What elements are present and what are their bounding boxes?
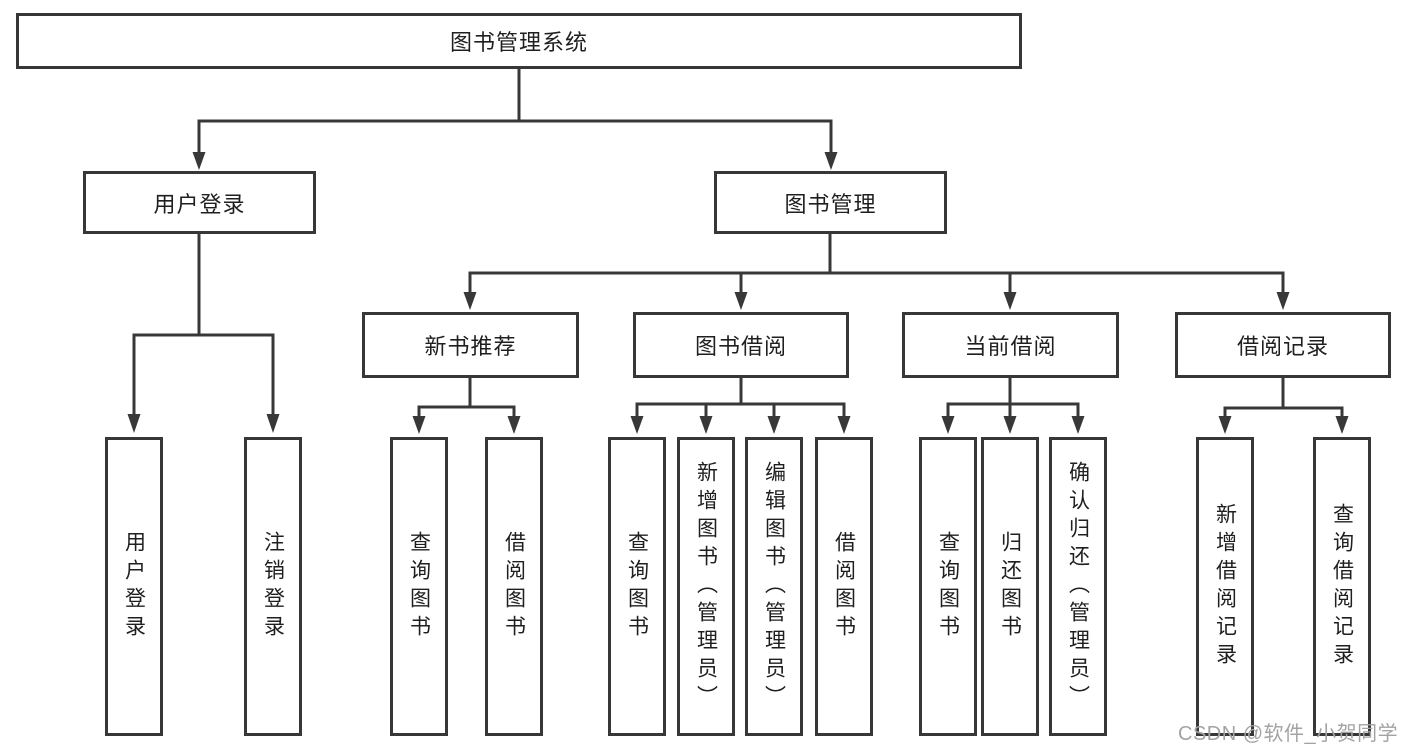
arrow-down-icon: [1003, 292, 1017, 310]
node-user-login: 用户登录: [83, 171, 316, 234]
node-label: 用户登录: [122, 530, 146, 643]
node-label: 查询图书: [407, 530, 431, 643]
arrow-down-icon: [630, 416, 644, 434]
node-label: 新增图书（管理员）: [694, 460, 718, 713]
arrowhead-group: [127, 152, 1349, 434]
leaf-confirm-return-admin: 确认归还（管理员）: [1049, 437, 1107, 736]
connector-group: [132, 65, 1344, 419]
leaf-query-borrow-record: 查询借阅记录: [1313, 437, 1371, 736]
leaf-borrow-books-recommend: 借阅图书: [485, 437, 543, 736]
node-label: 归还图书: [998, 530, 1022, 643]
node-label: 新书推荐: [424, 334, 517, 359]
arrow-down-icon: [266, 414, 280, 433]
leaf-add-borrow-record: 新增借阅记录: [1196, 437, 1254, 736]
node-book-borrowing: 图书借阅: [633, 312, 849, 378]
node-label: 查询图书: [936, 530, 960, 643]
arrow-down-icon: [837, 416, 851, 434]
arrow-down-icon: [699, 416, 713, 434]
leaf-user-login: 用户登录: [105, 437, 163, 736]
leaf-query-books-recommend: 查询图书: [390, 437, 448, 736]
watermark: CSDN @软件_小贺同学: [1178, 723, 1399, 745]
arrow-down-icon: [463, 292, 477, 310]
leaf-add-books-admin: 新增图书（管理员）: [677, 437, 735, 736]
arrow-down-icon: [1218, 416, 1232, 434]
arrow-down-icon: [767, 416, 781, 434]
node-book-management: 图书管理: [714, 171, 947, 234]
leaf-logout: 注销登录: [244, 437, 302, 736]
node-label: 图书管理: [784, 191, 877, 217]
leaf-query-books-current: 查询图书: [919, 437, 977, 736]
node-label: 当前借阅: [964, 334, 1057, 359]
node-borrow-records: 借阅记录: [1175, 312, 1391, 378]
arrow-down-icon: [1071, 416, 1085, 434]
leaf-borrow-books: 借阅图书: [815, 437, 873, 736]
arrow-down-icon: [1003, 416, 1017, 434]
node-label: 查询图书: [625, 530, 649, 643]
node-label: 借阅记录: [1236, 334, 1329, 359]
leaf-edit-books-admin: 编辑图书（管理员）: [745, 437, 803, 736]
node-label: 注销登录: [261, 530, 285, 643]
node-label: 新增借阅记录: [1213, 502, 1237, 671]
arrow-down-icon: [941, 416, 955, 434]
node-current-borrowing: 当前借阅: [902, 312, 1119, 378]
node-label: 图书管理系统: [449, 30, 588, 55]
arrow-down-icon: [1335, 416, 1349, 434]
arrow-down-icon: [192, 152, 206, 170]
arrow-down-icon: [824, 152, 838, 170]
leaf-query-books-borrowing: 查询图书: [608, 437, 666, 736]
node-label: 用户登录: [153, 191, 246, 217]
arrow-down-icon: [412, 416, 426, 434]
arrow-down-icon: [1276, 292, 1290, 310]
node-label: 借阅图书: [832, 530, 856, 643]
arrow-down-icon: [127, 414, 141, 433]
node-new-book-recommend: 新书推荐: [362, 312, 579, 378]
node-root: 图书管理系统: [16, 13, 1022, 69]
node-label: 确认归还（管理员）: [1066, 460, 1090, 713]
node-label: 编辑图书（管理员）: [762, 460, 786, 713]
node-label: 查询借阅记录: [1330, 502, 1354, 671]
arrow-down-icon: [734, 292, 748, 310]
node-label: 图书借阅: [694, 334, 787, 359]
leaf-return-books: 归还图书: [981, 437, 1039, 736]
arrow-down-icon: [507, 416, 521, 434]
node-label: 借阅图书: [502, 530, 526, 643]
